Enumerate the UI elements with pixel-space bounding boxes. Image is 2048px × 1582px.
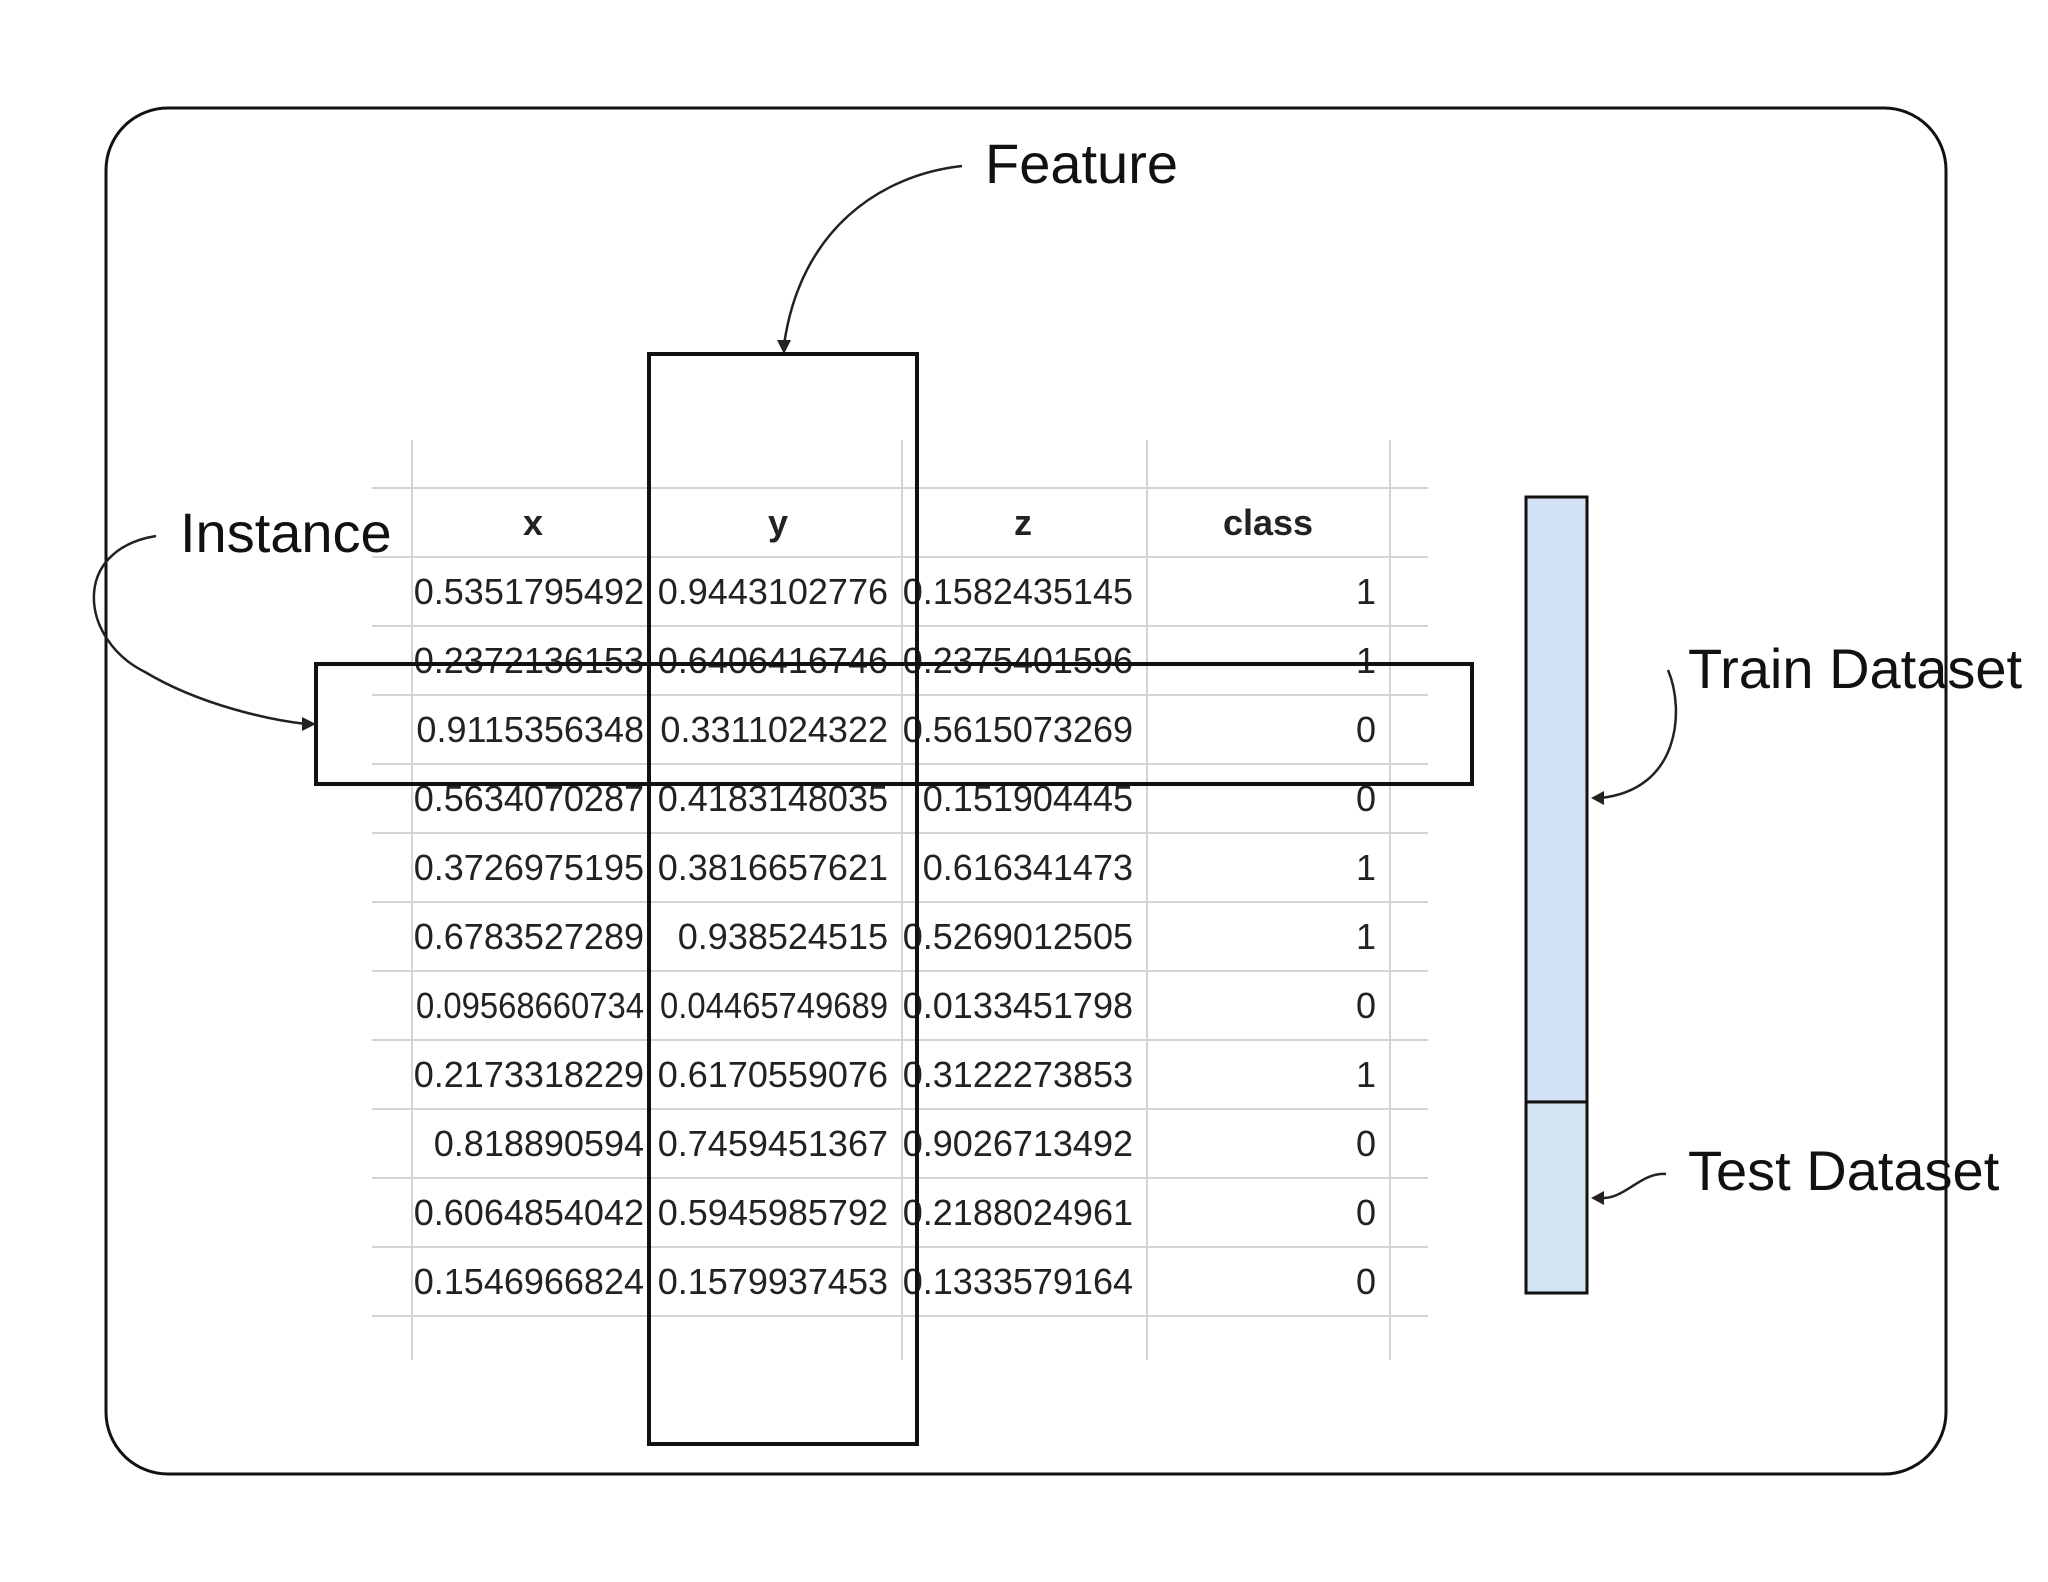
table-cell: 1 — [1356, 571, 1376, 612]
instance-arrowhead — [302, 717, 316, 731]
table-cell: 0.3311024322 — [660, 709, 888, 750]
table-cell: 0.1582435145 — [903, 571, 1133, 612]
table-cell: 0.818890594 — [434, 1123, 644, 1164]
table-cell: 0 — [1356, 709, 1376, 750]
table-cell: 0.0133451798 — [903, 985, 1133, 1026]
feature-label: Feature — [985, 132, 1178, 195]
table-cell: 0.616341473 — [923, 847, 1133, 888]
table-cell: 0.5269012505 — [903, 916, 1133, 957]
table-cell: 0.3816657621 — [658, 847, 888, 888]
table-cell: 0 — [1356, 1192, 1376, 1233]
table-cell: 0.7459451367 — [658, 1123, 888, 1164]
train-arrowhead — [1591, 791, 1604, 805]
table-cell: 0 — [1356, 778, 1376, 819]
table-cell: 0 — [1356, 985, 1376, 1026]
table-cell: 0.1579937453 — [658, 1261, 888, 1302]
table-cell: 0.938524515 — [678, 916, 888, 957]
table-header-cell: x — [523, 502, 543, 543]
table-cell: 0.9026713492 — [903, 1123, 1133, 1164]
test-bar — [1524, 1100, 1589, 1295]
train-dataset-label: Train Dataset — [1688, 637, 2023, 700]
table-cell: 0.6406416746 — [658, 640, 888, 681]
table-cell: 0.3122273853 — [903, 1054, 1133, 1095]
table-header-cell: y — [768, 502, 788, 543]
table-cell: 1 — [1356, 640, 1376, 681]
feature-arrowhead — [777, 340, 791, 354]
table-cell: 0.1546966824 — [414, 1261, 644, 1302]
table-cell: 0.6064854042 — [414, 1192, 644, 1233]
table-cell: 1 — [1356, 847, 1376, 888]
table-cell: 0.2372136153 — [414, 640, 644, 681]
table-cell: 0.9115356348 — [416, 709, 644, 750]
table-cell: 0.6170559076 — [658, 1054, 888, 1095]
table-cell: 0.2375401596 — [903, 640, 1133, 681]
table-cell: 0.2188024961 — [903, 1192, 1133, 1233]
table-cell: 0.5945985792 — [658, 1192, 888, 1233]
instance-arrow — [92, 534, 307, 726]
table-cell: 0.5615073269 — [903, 709, 1133, 750]
test-arrow — [1599, 1172, 1667, 1200]
table-cell: 0.09568660734 — [416, 985, 644, 1026]
test-arrowhead — [1591, 1191, 1604, 1205]
table-cell: 0.04465749689 — [660, 985, 888, 1026]
table-cell: 1 — [1356, 916, 1376, 957]
train-arrow — [1599, 669, 1678, 800]
table-cell: 0 — [1356, 1123, 1376, 1164]
table-header-cell: z — [1014, 502, 1032, 543]
instance-label: Instance — [180, 501, 392, 564]
train-bar — [1524, 495, 1589, 1104]
test-dataset-label: Test Dataset — [1688, 1139, 2000, 1202]
table-grid — [372, 440, 1428, 1360]
table-cell: 0.5351795492 — [414, 571, 644, 612]
table-cell: 1 — [1356, 1054, 1376, 1095]
table-cell: 0.9443102776 — [658, 571, 888, 612]
feature-column-box — [647, 352, 919, 1446]
table-cell: 0.2173318229 — [414, 1054, 644, 1095]
table-cell: 0.3726975195 — [414, 847, 644, 888]
table-cell: 0 — [1356, 1261, 1376, 1302]
table-cell: 0.6783527289 — [414, 916, 644, 957]
outer-frame — [104, 106, 1948, 1476]
feature-arrow — [782, 164, 963, 346]
table-header-cell: class — [1223, 502, 1313, 543]
table-cell: 0.1333579164 — [903, 1261, 1133, 1302]
data-table: x y z class 0.5351795492 0.9443102776 0.158243… — [414, 502, 1376, 1302]
